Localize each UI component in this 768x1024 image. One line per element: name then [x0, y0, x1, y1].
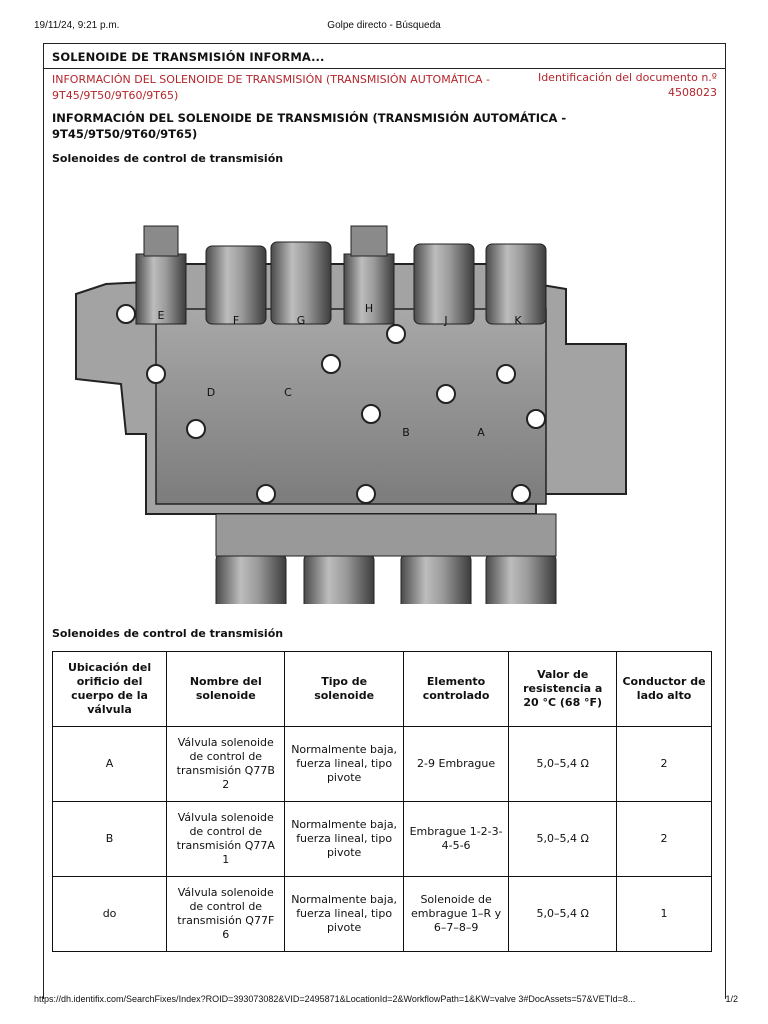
cell-location: B [51, 801, 168, 877]
document-id-block: Identificación del documento n.º 4508023 [517, 70, 717, 100]
table-row: A Válvula solenoide de control de transm… [51, 726, 712, 802]
col-header-driver: Conductor de lado alto [616, 651, 712, 727]
print-page-number: 1/2 [725, 994, 738, 1004]
table-row: do Válvula solenoide de control de trans… [51, 876, 712, 952]
cell-name: Válvula solenoide de control de transmis… [166, 801, 286, 877]
section-heading-table: Solenoides de control de transmisión [52, 627, 284, 640]
cell-name: Válvula solenoide de control de transmis… [166, 876, 286, 952]
label-G: G [297, 314, 306, 327]
label-B: B [402, 426, 410, 439]
col-header-name: Nombre del solenoide [166, 651, 286, 727]
document-title-bar: SOLENOIDE DE TRANSMISIÓN INFORMA... [44, 44, 725, 69]
cell-type: Normalmente baja, fuerza lineal, tipo pi… [284, 876, 404, 952]
col-header-location: Ubicación del orificio del cuerpo de la … [51, 651, 168, 727]
cell-location: do [51, 876, 168, 952]
table-row: B Válvula solenoide de control de transm… [51, 801, 712, 877]
cell-name: Válvula solenoide de control de transmis… [166, 726, 286, 802]
cell-location: A [51, 726, 168, 802]
cell-resistance: 5,0–5,4 Ω [508, 876, 618, 952]
cell-driver: 1 [616, 876, 712, 952]
solenoid-spec-table: Ubicación del orificio del cuerpo de la … [51, 651, 712, 952]
cell-type: Normalmente baja, fuerza lineal, tipo pi… [284, 726, 404, 802]
col-header-resistance: Valor de resistencia a 20 °C (68 °F) [508, 651, 618, 727]
cell-resistance: 5,0–5,4 Ω [508, 726, 618, 802]
print-date: 19/11/24, 9:21 p.m. [34, 20, 120, 31]
top-solenoids [135, 225, 547, 325]
cell-element: Solenoide de embrague 1–R y 6–7–8–9 [402, 876, 510, 952]
cell-resistance: 5,0–5,4 Ω [508, 801, 618, 877]
print-footer: https://dh.identifix.com/SearchFixes/Ind… [0, 994, 768, 1014]
label-C: C [284, 386, 292, 399]
document-id-label: Identificación del documento n.º [537, 71, 717, 84]
cell-driver: 2 [616, 726, 712, 802]
col-header-element: Elemento controlado [402, 651, 510, 727]
print-url: https://dh.identifix.com/SearchFixes/Ind… [34, 994, 636, 1004]
label-J: J [443, 314, 447, 327]
document-frame: SOLENOIDE DE TRANSMISIÓN INFORMA... INFO… [43, 43, 726, 999]
cell-element: 2-9 Embrague [402, 726, 510, 802]
cell-element: Embrague 1-2-3-4-5-6 [402, 801, 510, 877]
label-H: H [365, 302, 373, 315]
col-header-type: Tipo de solenoide [284, 651, 404, 727]
label-E: E [158, 309, 165, 322]
document-id-value: 4508023 [668, 86, 717, 99]
figure-labels: E F G H J K D C B A [158, 302, 523, 439]
label-F: F [233, 314, 239, 327]
label-K: K [514, 314, 522, 327]
document-name: SOLENOIDE DE TRANSMISIÓN INFORMA... [52, 50, 325, 64]
label-D: D [207, 386, 215, 399]
valve-body-illustration: E F G H J K D C B A [75, 225, 627, 604]
cell-type: Normalmente baja, fuerza lineal, tipo pi… [284, 801, 404, 877]
label-A: A [477, 426, 485, 439]
main-heading: INFORMACIÓN DEL SOLENOIDE DE TRANSMISIÓN… [52, 111, 567, 141]
bottom-solenoids [215, 513, 557, 604]
document-subtitle-link[interactable]: INFORMACIÓN DEL SOLENOIDE DE TRANSMISIÓN… [52, 73, 490, 102]
table-header-row: Ubicación del orificio del cuerpo de la … [51, 651, 712, 727]
cell-driver: 2 [616, 801, 712, 877]
section-heading-figure: Solenoides de control de transmisión [52, 152, 284, 165]
print-page-title: Golpe directo - Búsqueda [327, 20, 441, 31]
bolt-holes [116, 304, 546, 504]
print-header: 19/11/24, 9:21 p.m. Golpe directo - Búsq… [0, 0, 768, 40]
